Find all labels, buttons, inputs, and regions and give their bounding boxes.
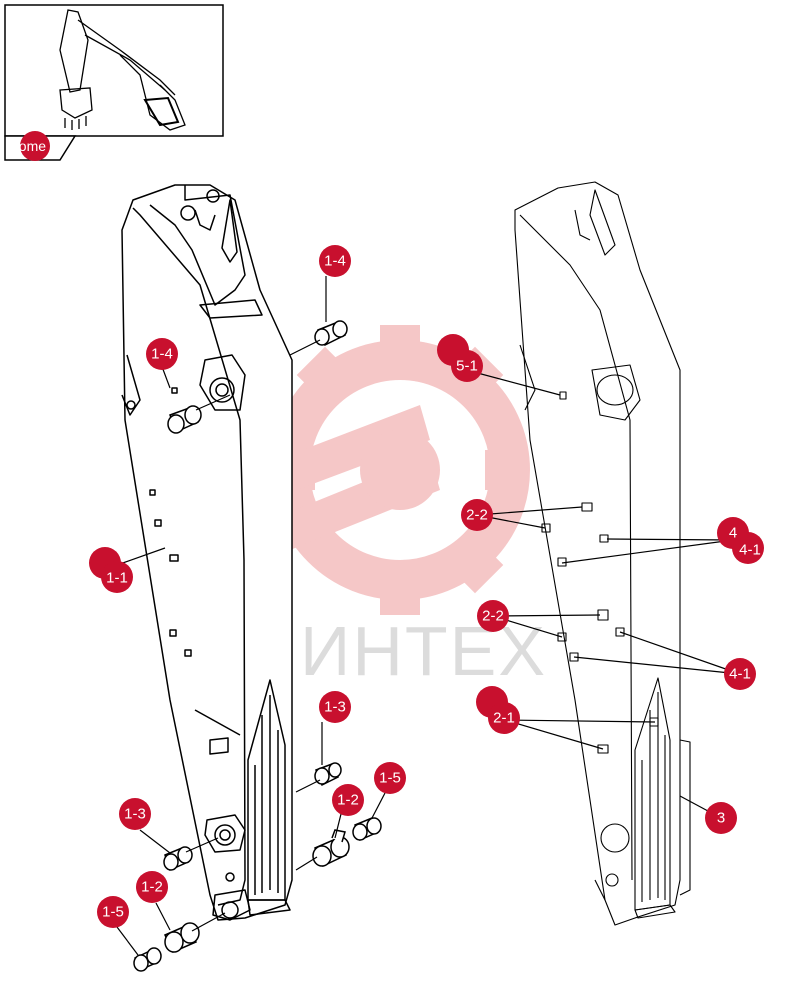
callout-2-2-top[interactable]: 2-2 [461, 499, 493, 531]
bushing-1-2-right [312, 829, 350, 868]
bushing-1-4-left [167, 405, 202, 434]
overview-thumbnail[interactable] [4, 4, 224, 137]
bushing-1-4-top [314, 320, 348, 347]
bushing-1-5-right [352, 817, 382, 842]
svg-text:2-2: 2-2 [466, 507, 488, 524]
callout-3[interactable]: 3 [705, 802, 737, 834]
bushing-1-3-left [163, 846, 193, 872]
svg-text:4-1: 4-1 [729, 666, 751, 683]
svg-text:1-5: 1-5 [102, 904, 124, 921]
svg-text:1-3: 1-3 [324, 699, 346, 716]
callout-1-4-left[interactable]: 1-4 [146, 338, 178, 370]
svg-text:1-3: 1-3 [124, 806, 146, 823]
svg-text:1-4: 1-4 [324, 253, 346, 270]
callout-2-1[interactable]: 2-1 [476, 686, 520, 734]
callout-5-1[interactable]: 5-1 [437, 334, 483, 382]
boom-arm-right [514, 181, 691, 926]
svg-text:3: 3 [717, 810, 725, 827]
svg-text:1-1: 1-1 [106, 570, 128, 587]
callout-1-1[interactable]: 1-1 [89, 547, 133, 593]
callout-1-5-left[interactable]: 1-5 [97, 896, 129, 928]
callout-1-2-right[interactable]: 1-2 [332, 784, 364, 816]
home-label: home [11, 138, 46, 154]
svg-text:1-5: 1-5 [379, 770, 401, 787]
callout-1-5-right[interactable]: 1-5 [374, 762, 406, 794]
callouts: 1-4 1-4 1-1 1-3 1-2 1-5 1-3 1-2 [89, 245, 764, 928]
callout-1-4-top[interactable]: 1-4 [319, 245, 351, 277]
callout-4-1-mid[interactable]: 4-1 [724, 658, 756, 690]
svg-text:1-2: 1-2 [337, 792, 359, 809]
watermark-text: ИНТЕХ [300, 612, 547, 690]
svg-text:4-1: 4-1 [739, 542, 761, 559]
callout-1-3-right[interactable]: 1-3 [319, 691, 351, 723]
callout-1-2-left[interactable]: 1-2 [136, 871, 168, 903]
callout-4-1-top[interactable]: 4-1 [739, 542, 761, 559]
bushing-1-2-left [163, 922, 200, 953]
home-button[interactable]: home [4, 131, 77, 161]
svg-text:1-2: 1-2 [141, 879, 163, 896]
svg-text:2-2: 2-2 [482, 608, 504, 625]
svg-text:4: 4 [729, 525, 737, 542]
callout-4[interactable]: 4 [717, 517, 764, 564]
svg-text:2-1: 2-1 [493, 710, 515, 727]
svg-text:1-4: 1-4 [151, 346, 173, 363]
bushings [133, 320, 382, 972]
callout-1-3-left[interactable]: 1-3 [119, 798, 151, 830]
bushing-1-3-right [314, 762, 342, 787]
bushing-1-5-left [133, 947, 162, 972]
leader-lines [116, 276, 741, 956]
callout-2-2-mid[interactable]: 2-2 [477, 600, 509, 632]
svg-text:5-1: 5-1 [456, 358, 478, 375]
